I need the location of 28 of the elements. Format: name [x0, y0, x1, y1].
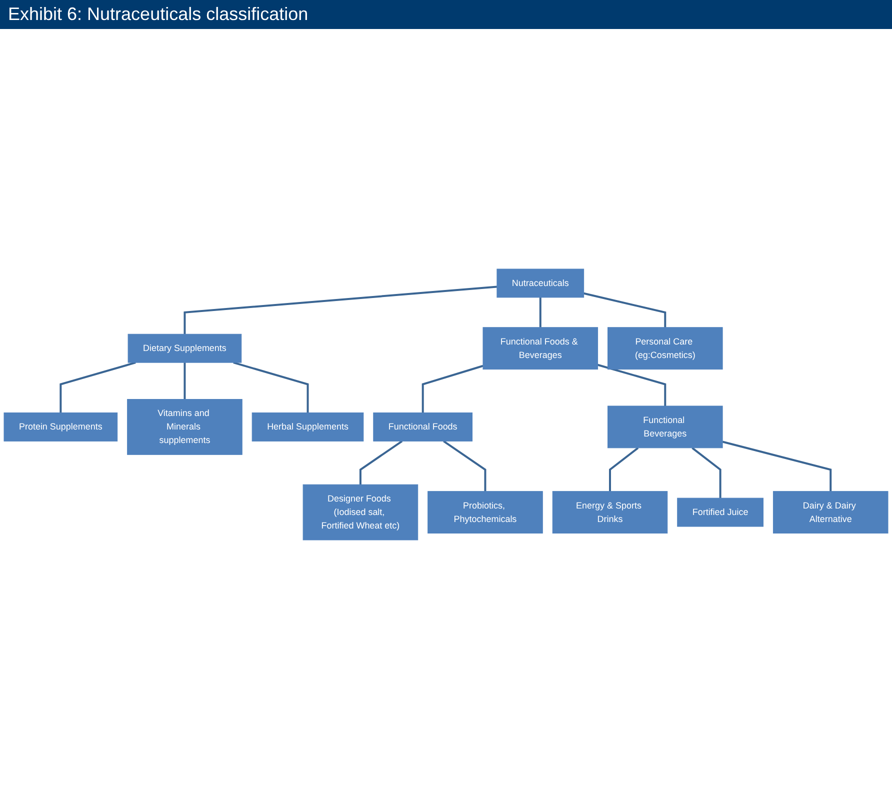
node-box: Protein Supplements [4, 412, 118, 441]
node-box: Herbal Supplements [252, 412, 364, 441]
connector [233, 361, 309, 412]
connector [609, 446, 639, 491]
node-box: Personal Care (eg:Cosmetics) [608, 326, 723, 370]
connector [184, 285, 498, 334]
connector [60, 361, 136, 412]
node-box: Energy & Sports Drinks [552, 490, 668, 533]
connector [359, 440, 403, 484]
connector [184, 362, 186, 399]
node-box: Probiotics, Phytochemicals [428, 490, 543, 533]
node-box: Designer Foods (Iodised salt, Fortified Wheat etc) [302, 484, 418, 540]
connector [584, 292, 666, 327]
connector [692, 446, 722, 498]
node-box: Dairy & Dairy Alternative [772, 490, 888, 533]
node-box: Functional Foods [373, 412, 473, 441]
connector [422, 364, 484, 412]
connector [539, 296, 542, 327]
connector [722, 440, 832, 491]
connector [443, 440, 486, 491]
node-box: Vitamins and Minerals supplements [127, 398, 242, 454]
connector [598, 363, 666, 406]
node-box: Functional Beverages [608, 405, 723, 448]
node-box: Functional Foods & Beverages [482, 326, 598, 370]
node-box: Nutraceuticals [496, 268, 584, 298]
title-banner: Exhibit 6: Nutraceuticals classification [0, 0, 892, 29]
node-box: Dietary Supplements [128, 333, 242, 362]
node-box: Fortified Juice [677, 497, 764, 526]
